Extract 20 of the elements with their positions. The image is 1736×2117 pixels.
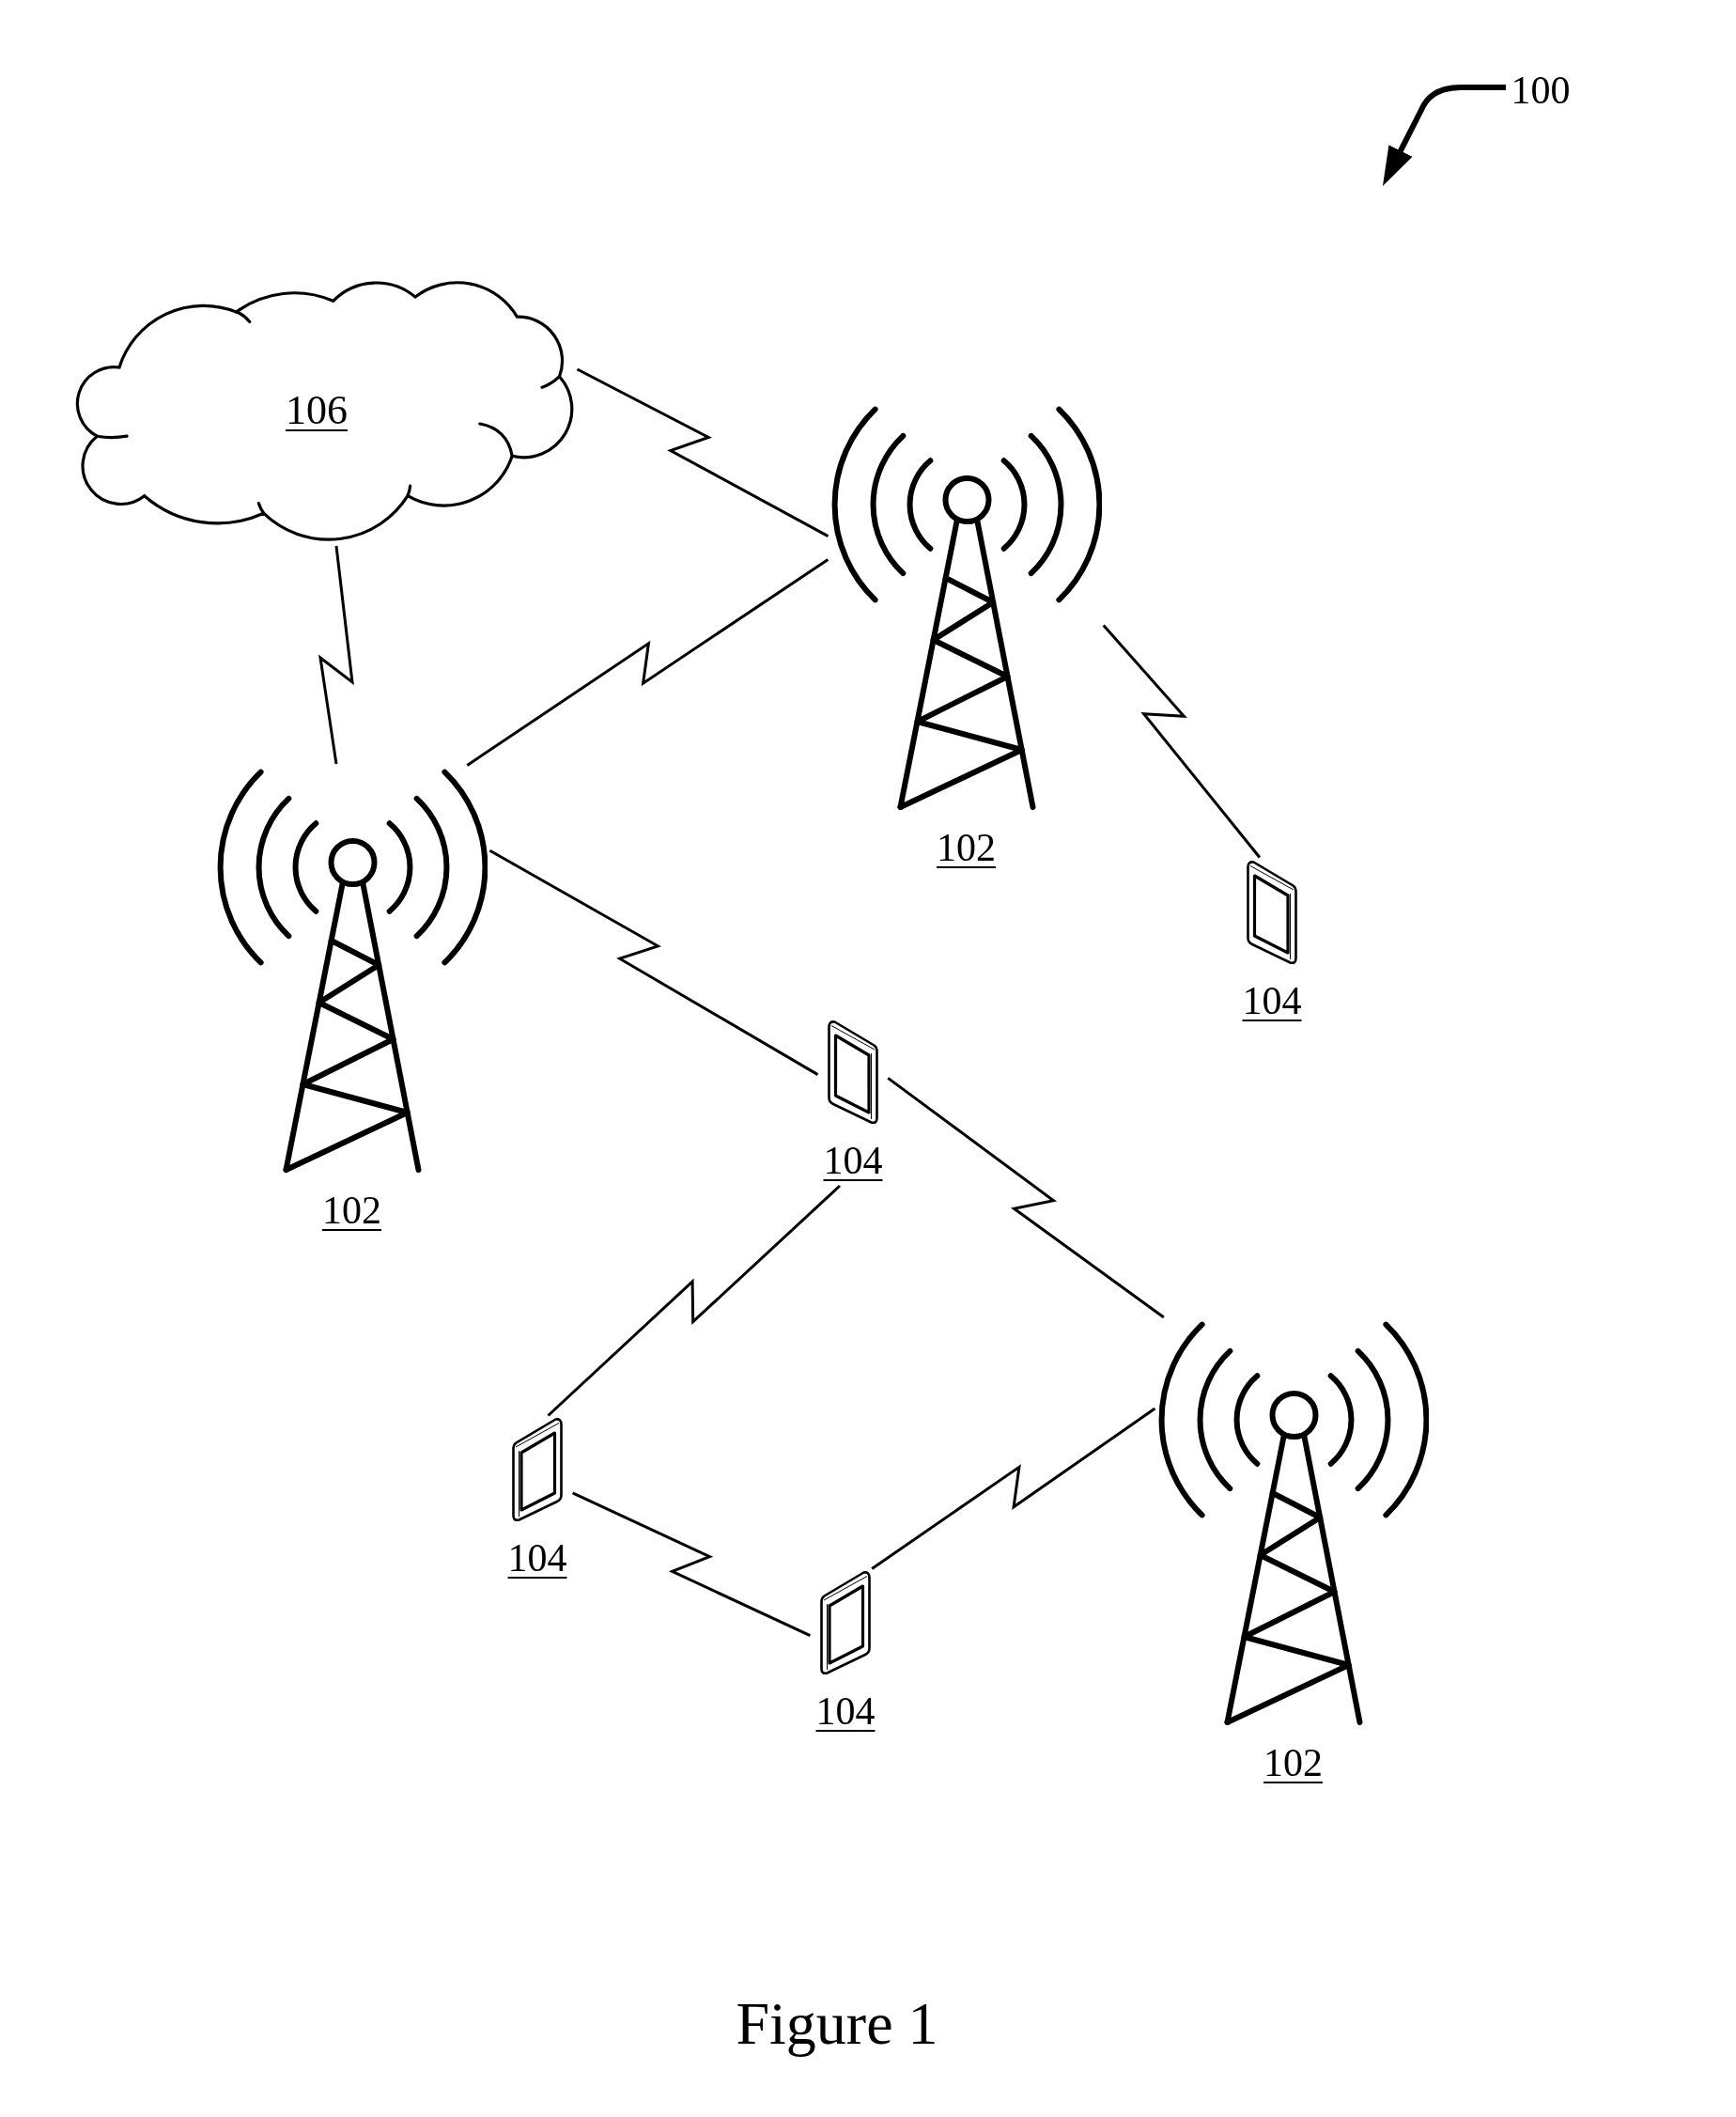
reference-numeral: 102 (937, 825, 996, 870)
reference-numeral: 106 (286, 386, 348, 434)
figure-caption: Figure 1 (736, 1989, 938, 2059)
lightning-bolt-link (887, 1077, 1165, 1319)
lightning-bolt-link (488, 848, 819, 1076)
lightning-bolt-link (571, 1491, 812, 1638)
lightning-bolt-link (466, 558, 829, 767)
reference-numeral: 102 (322, 1188, 381, 1233)
reference-numeral: 102 (1263, 1740, 1323, 1785)
reference-numeral: 104 (507, 1535, 567, 1580)
leader-arrow (1382, 85, 1506, 186)
lightning-bolt-link (576, 367, 829, 537)
reference-numeral: 104 (823, 1138, 883, 1183)
lightning-bolt-link (318, 545, 354, 765)
reference-numeral: 100 (1509, 67, 1573, 114)
lightning-bolt-link (871, 1407, 1156, 1570)
lightning-bolt-link (547, 1184, 842, 1417)
lightning-bolt-link (1102, 624, 1262, 859)
reference-numeral: 104 (1242, 978, 1302, 1023)
reference-numeral: 104 (815, 1689, 876, 1734)
